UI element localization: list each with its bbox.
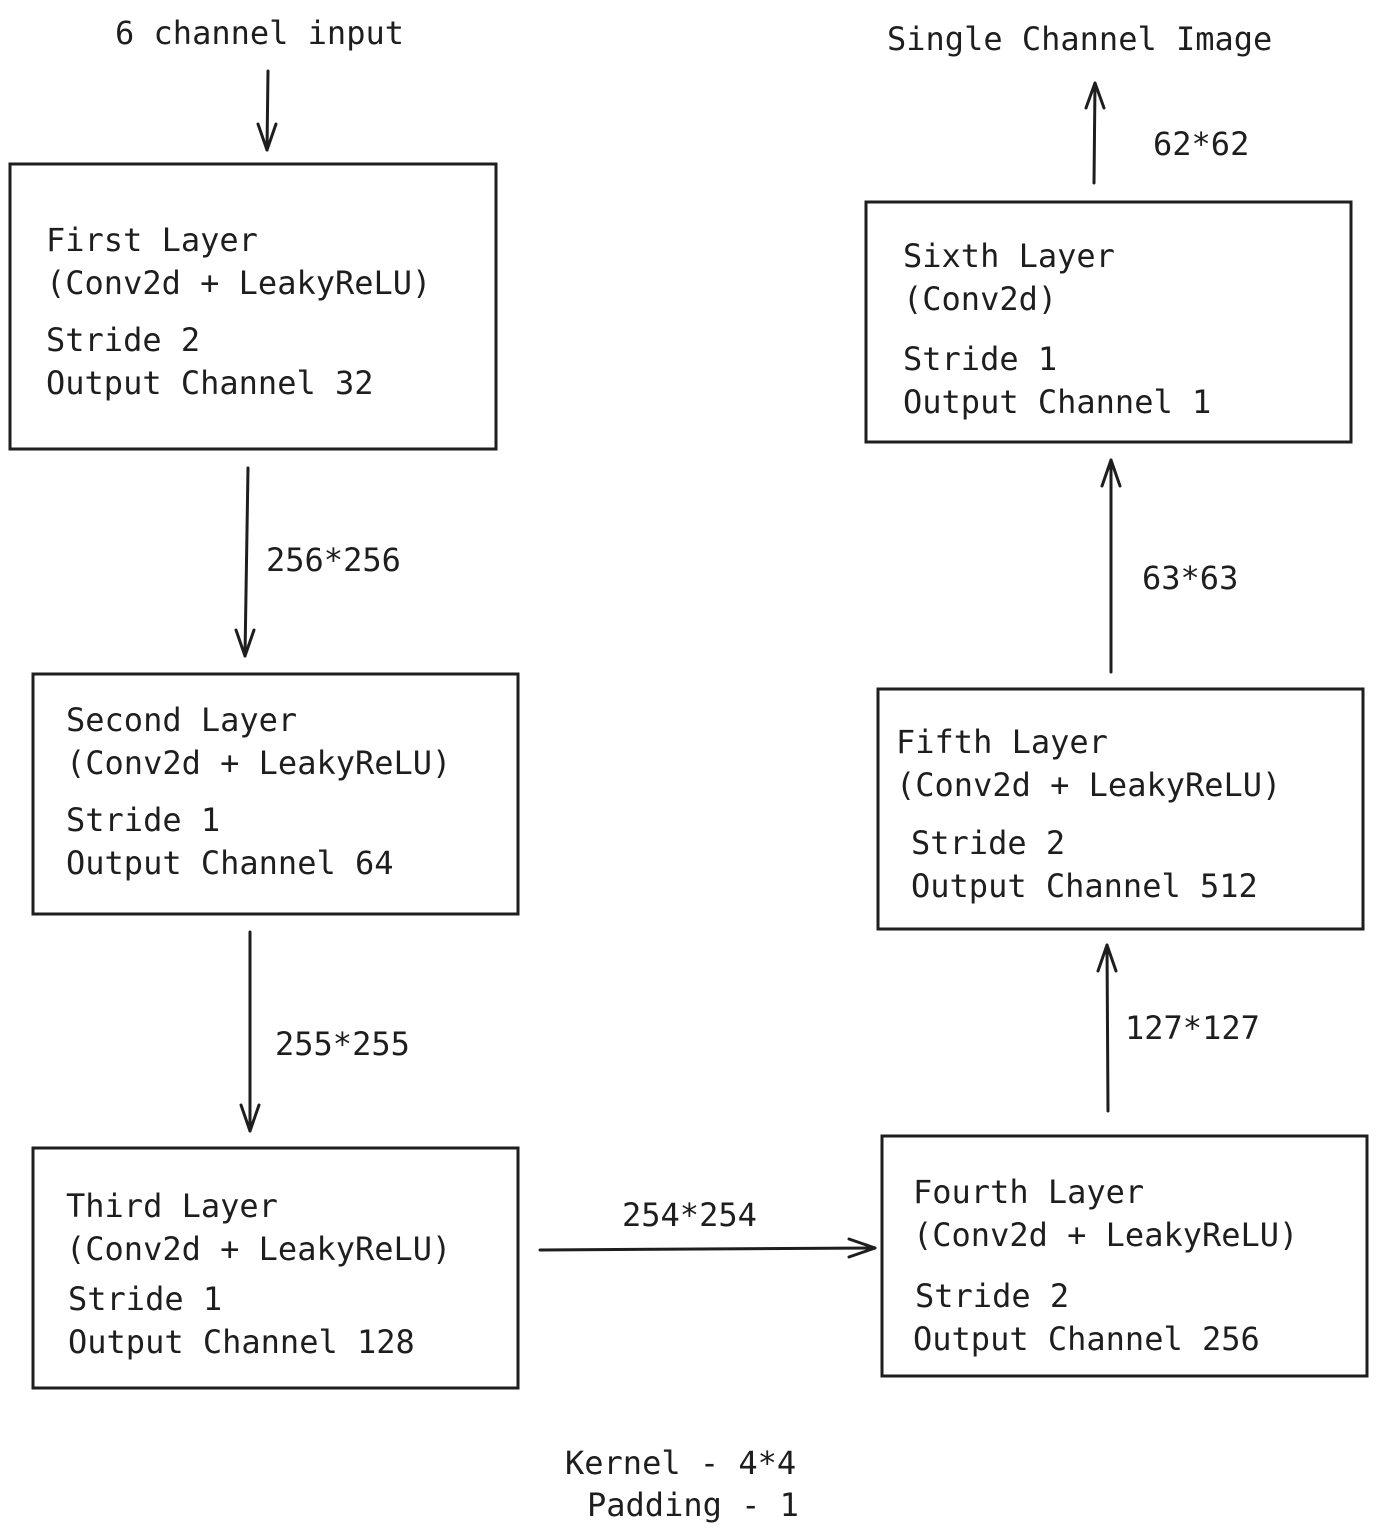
edge-label-second-third: 255*255: [275, 1025, 410, 1063]
first-layer-stride: Stride 2: [46, 321, 200, 359]
third-layer-stride: Stride 1: [68, 1280, 222, 1318]
fifth-layer-stride: Stride 2: [911, 824, 1065, 862]
edge-first-to-second: [234, 466, 256, 658]
edge-label-fourth-fifth: 127*127: [1125, 1009, 1260, 1047]
output-label: Single Channel Image: [887, 20, 1272, 58]
fourth-layer-ops: (Conv2d + LeakyReLU): [913, 1216, 1298, 1254]
sixth-layer-channels: Output Channel 1: [903, 383, 1211, 421]
fifth-layer-title: Fifth Layer: [896, 723, 1108, 761]
first-layer-title: First Layer: [46, 221, 258, 259]
edge-label-sixth-output: 62*62: [1153, 125, 1249, 163]
edge-sixth-to-output: [1084, 81, 1106, 185]
edge-third-to-fourth: [538, 1237, 877, 1259]
sixth-layer-title: Sixth Layer: [903, 237, 1115, 275]
sixth-layer-node: Sixth Layer (Conv2d) Stride 1 Output Cha…: [864, 200, 1353, 444]
edge-label-fifth-sixth: 63*63: [1142, 559, 1238, 597]
sixth-layer-ops: (Conv2d): [903, 280, 1057, 318]
edge-label-first-second: 256*256: [266, 541, 401, 579]
fifth-layer-ops: (Conv2d + LeakyReLU): [896, 766, 1281, 804]
third-layer-node: Third Layer (Conv2d + LeakyReLU) Stride …: [31, 1146, 520, 1390]
third-layer-ops: (Conv2d + LeakyReLU): [66, 1230, 451, 1268]
second-layer-ops: (Conv2d + LeakyReLU): [66, 744, 451, 782]
second-layer-node: Second Layer (Conv2d + LeakyReLU) Stride…: [31, 672, 520, 916]
second-layer-box: [31, 672, 520, 916]
edge-fifth-to-sixth: [1100, 458, 1122, 674]
fifth-layer-box: [876, 687, 1365, 931]
edge-label-third-fourth: 254*254: [622, 1196, 757, 1234]
second-layer-channels: Output Channel 64: [66, 844, 394, 882]
sixth-layer-stride: Stride 1: [903, 340, 1057, 378]
third-layer-channels: Output Channel 128: [68, 1323, 415, 1361]
third-layer-title: Third Layer: [66, 1187, 278, 1225]
fourth-layer-node: Fourth Layer (Conv2d + LeakyReLU) Stride…: [880, 1134, 1369, 1378]
padding-note: Padding - 1: [587, 1486, 799, 1524]
second-layer-stride: Stride 1: [66, 801, 220, 839]
second-layer-title: Second Layer: [66, 701, 297, 739]
fourth-layer-box: [880, 1134, 1369, 1378]
kernel-note: Kernel - 4*4: [565, 1444, 796, 1482]
fourth-layer-title: Fourth Layer: [913, 1173, 1144, 1211]
sixth-layer-box: [864, 200, 1353, 444]
first-layer-node: First Layer (Conv2d + LeakyReLU) Stride …: [8, 162, 498, 451]
first-layer-box: [8, 162, 498, 451]
fifth-layer-channels: Output Channel 512: [911, 867, 1258, 905]
fifth-layer-node: Fifth Layer (Conv2d + LeakyReLU) Stride …: [876, 687, 1365, 931]
input-label: 6 channel input: [115, 14, 404, 52]
fourth-layer-channels: Output Channel 256: [913, 1320, 1260, 1358]
first-layer-channels: Output Channel 32: [46, 364, 374, 402]
input-arrow: [256, 69, 278, 152]
third-layer-box: [31, 1146, 520, 1390]
fourth-layer-stride: Stride 2: [915, 1277, 1069, 1315]
edge-fourth-to-fifth: [1096, 943, 1118, 1113]
first-layer-ops: (Conv2d + LeakyReLU): [46, 264, 431, 302]
edge-second-to-third: [239, 930, 261, 1133]
